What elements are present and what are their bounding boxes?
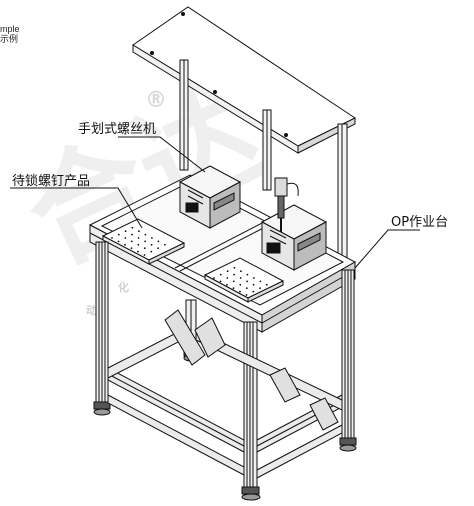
- top-post-middle: [262, 109, 272, 191]
- product-hole: [143, 247, 146, 250]
- product-hole: [124, 243, 126, 246]
- product-hole: [111, 237, 113, 239]
- product-hole: [246, 280, 249, 283]
- product-hole: [117, 240, 120, 243]
- product-hole: [157, 247, 160, 250]
- product-hole: [253, 277, 255, 279]
- callout-workbench: OP作业台: [391, 215, 449, 230]
- product-hole: [138, 230, 140, 233]
- handheld-screwdriver: [274, 177, 299, 232]
- callout-product: 待锁螺钉产品: [12, 174, 91, 189]
- product-hole: [219, 280, 222, 283]
- watermark-small-2: 化: [118, 281, 129, 294]
- product-hole: [226, 270, 229, 273]
- product-hole: [266, 283, 268, 286]
- product-hole: [144, 233, 147, 236]
- product-hole: [137, 237, 140, 239]
- product-hole: [164, 243, 166, 246]
- product-hole: [144, 240, 147, 243]
- product-hole: [150, 243, 153, 246]
- product-hole: [245, 287, 248, 290]
- product-hole: [239, 283, 242, 286]
- product-hole: [137, 250, 139, 253]
- product-hole: [259, 287, 261, 290]
- screw-machine-left: [178, 165, 242, 229]
- product-hole: [117, 233, 120, 236]
- product-hole: [245, 294, 248, 296]
- leader-screwdriver: [118, 136, 206, 173]
- sample-note: mple 示例: [0, 24, 20, 44]
- diagonal-braces: [164, 309, 339, 431]
- leader-workbench: [354, 229, 420, 269]
- product-hole: [137, 243, 140, 246]
- product-hole: [150, 250, 153, 253]
- product-hole: [226, 283, 228, 286]
- product-hole: [246, 273, 249, 276]
- product-hole: [232, 287, 235, 290]
- product-hole: [131, 226, 134, 229]
- callout-screw-machine: 手划式螺丝机: [78, 122, 157, 137]
- leg-front-left: [93, 241, 111, 416]
- product-hole: [252, 290, 255, 293]
- product-hole: [239, 277, 242, 279]
- watermark-registered: ®: [145, 88, 167, 113]
- product-hole: [219, 273, 222, 276]
- product-hole: [130, 247, 133, 250]
- sample-note-line1: mple: [0, 24, 20, 34]
- product-hole: [233, 273, 236, 276]
- watermark-small-1: 动: [86, 304, 97, 317]
- product-hole: [240, 270, 242, 273]
- lower-frame: [107, 327, 343, 479]
- leg-rear-right: [339, 269, 357, 452]
- product-hole: [252, 283, 255, 286]
- top-shelf: [132, 6, 357, 147]
- product-hole: [233, 266, 236, 269]
- sample-note-line2: 示例: [0, 34, 19, 44]
- product-hole: [151, 237, 153, 239]
- product-hole: [213, 277, 215, 279]
- product-hole: [232, 280, 235, 283]
- product-hole: [124, 230, 127, 233]
- product-hole: [130, 240, 133, 243]
- leader-product: [10, 187, 143, 229]
- product-hole: [143, 254, 146, 256]
- product-hole: [239, 290, 241, 293]
- product-hole: [124, 237, 127, 239]
- top-post-rear: [337, 123, 348, 260]
- product-hole: [226, 277, 229, 279]
- product-hole: [259, 280, 262, 283]
- product-plate-left: [101, 218, 186, 265]
- product-plate-right: [203, 257, 285, 303]
- top-post-left: [179, 59, 189, 171]
- product-hole: [157, 240, 160, 243]
- product-hole: [131, 233, 134, 236]
